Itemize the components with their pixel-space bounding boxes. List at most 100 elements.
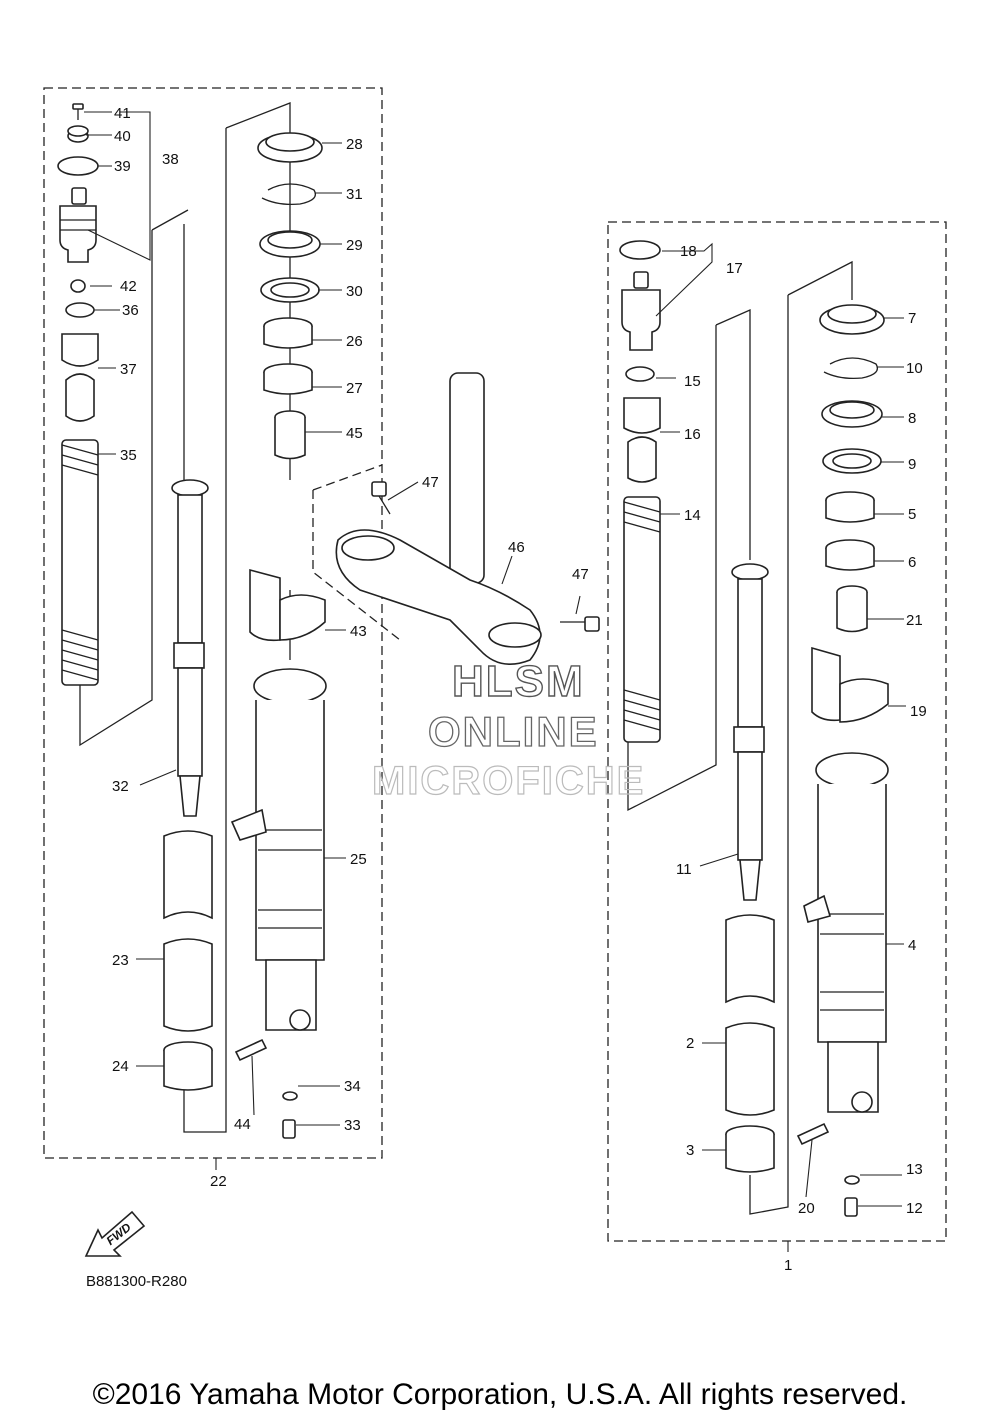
part-25-outer-tube bbox=[230, 668, 327, 1031]
callout-6: 6 bbox=[908, 554, 916, 571]
part-33-bolt bbox=[282, 1119, 296, 1139]
callout-9: 9 bbox=[908, 456, 916, 473]
callout-18: 18 bbox=[680, 243, 697, 260]
part-29-seal bbox=[259, 230, 321, 258]
callout-17: 17 bbox=[726, 260, 743, 277]
part-37-spacer bbox=[61, 333, 99, 422]
part-39-o-ring bbox=[57, 156, 99, 176]
watermark-line-3: MICROFICHE bbox=[372, 759, 645, 803]
callout-23: 23 bbox=[112, 952, 129, 969]
callout-40: 40 bbox=[114, 128, 131, 145]
callout-5: 5 bbox=[908, 506, 916, 523]
reference-code: B881300-R280 bbox=[86, 1273, 187, 1290]
callout-33: 33 bbox=[344, 1117, 361, 1134]
callout-32: 32 bbox=[112, 778, 129, 795]
right-fork-guide-line bbox=[627, 260, 853, 1215]
callout-31: 31 bbox=[346, 186, 363, 203]
part-38-cap-bolt bbox=[59, 187, 97, 263]
callout-46: 46 bbox=[508, 539, 525, 556]
part-21-piece bbox=[836, 585, 868, 633]
part-13-washer bbox=[844, 1175, 860, 1185]
callout-16: 16 bbox=[684, 426, 701, 443]
callout-7: 7 bbox=[908, 310, 916, 327]
callout-11: 11 bbox=[676, 861, 692, 878]
part-3-bushing bbox=[725, 1125, 775, 1173]
part-42-nut bbox=[70, 279, 86, 293]
callout-2: 2 bbox=[686, 1035, 694, 1052]
part-34-washer bbox=[282, 1091, 298, 1101]
callout-1: 1 bbox=[784, 1257, 792, 1274]
part-28-oil-seal bbox=[257, 132, 323, 163]
part-2-outer-tube-guide bbox=[725, 914, 775, 1116]
part-40-nut bbox=[67, 125, 89, 143]
callout-20: 20 bbox=[798, 1200, 815, 1217]
callout-25: 25 bbox=[350, 851, 367, 868]
callout-47-upper: 47 bbox=[422, 474, 439, 491]
callout-14: 14 bbox=[684, 507, 701, 524]
callout-26: 26 bbox=[346, 333, 363, 350]
watermark-line-1: HLSM bbox=[452, 657, 585, 706]
part-6-bushing bbox=[825, 539, 875, 571]
bracket-dashed-outline bbox=[312, 464, 401, 641]
part-41-screw bbox=[72, 103, 84, 120]
leader-lines bbox=[84, 111, 906, 1252]
callout-22: 22 bbox=[210, 1173, 227, 1190]
right-assembly-dashed-outline bbox=[607, 221, 947, 1242]
part-16-spacer bbox=[623, 397, 661, 483]
part-5-bushing bbox=[825, 491, 875, 523]
part-36-washer bbox=[65, 302, 95, 318]
callout-21: 21 bbox=[906, 612, 923, 629]
callout-30: 30 bbox=[346, 283, 363, 300]
callout-28: 28 bbox=[346, 136, 363, 153]
fwd-arrow-icon: FWD bbox=[84, 1210, 146, 1257]
callout-47-lower: 47 bbox=[572, 566, 589, 583]
part-4-outer-tube bbox=[803, 752, 889, 1113]
part-27-bushing bbox=[263, 363, 313, 395]
part-8-seal bbox=[821, 400, 883, 428]
part-24-bushing bbox=[163, 1041, 213, 1091]
part-47-bolt-lower bbox=[560, 616, 600, 632]
part-23-outer-tube-guide bbox=[163, 830, 213, 1032]
callout-35: 35 bbox=[120, 447, 137, 464]
left-assembly-dashed-outline bbox=[43, 87, 383, 1159]
watermark-line-2: ONLINE bbox=[428, 708, 599, 755]
part-46-under-bracket bbox=[335, 372, 542, 666]
callout-24: 24 bbox=[112, 1058, 129, 1075]
part-26-bushing bbox=[263, 317, 313, 349]
callout-10: 10 bbox=[906, 360, 923, 377]
callout-45: 45 bbox=[346, 425, 363, 442]
part-18-o-ring bbox=[619, 240, 661, 260]
part-10-circlip bbox=[823, 357, 879, 380]
callout-19: 19 bbox=[910, 703, 927, 720]
callout-34: 34 bbox=[344, 1078, 361, 1095]
part-15-washer bbox=[625, 366, 655, 382]
callout-27: 27 bbox=[346, 380, 363, 397]
part-9-washer bbox=[822, 448, 882, 474]
callout-42: 42 bbox=[120, 278, 137, 295]
part-44-bolt bbox=[234, 1038, 268, 1062]
callout-29: 29 bbox=[346, 237, 363, 254]
callout-8: 8 bbox=[908, 410, 916, 427]
copyright-notice: ©2016 Yamaha Motor Corporation, U.S.A. A… bbox=[92, 1378, 908, 1411]
part-35-fork-spring bbox=[61, 439, 99, 686]
part-30-washer bbox=[260, 277, 320, 303]
part-45-piece bbox=[274, 410, 306, 460]
part-14-fork-spring bbox=[623, 496, 661, 743]
callout-4: 4 bbox=[908, 937, 916, 954]
callout-38: 38 bbox=[162, 151, 179, 168]
callout-41: 41 bbox=[114, 105, 131, 122]
part-17-cap-bolt bbox=[621, 271, 661, 351]
callout-15: 15 bbox=[684, 373, 701, 390]
callout-39: 39 bbox=[114, 158, 131, 175]
part-20-bolt bbox=[796, 1122, 830, 1146]
part-43-guard bbox=[249, 568, 326, 642]
part-12-bolt bbox=[844, 1197, 858, 1217]
callout-43: 43 bbox=[350, 623, 367, 640]
part-31-circlip bbox=[261, 183, 317, 206]
callout-12: 12 bbox=[906, 1200, 923, 1217]
part-47-bolt-upper bbox=[371, 481, 391, 515]
part-11-damper-rod bbox=[731, 563, 769, 901]
part-7-oil-seal bbox=[819, 304, 885, 335]
callout-44: 44 bbox=[234, 1116, 251, 1133]
